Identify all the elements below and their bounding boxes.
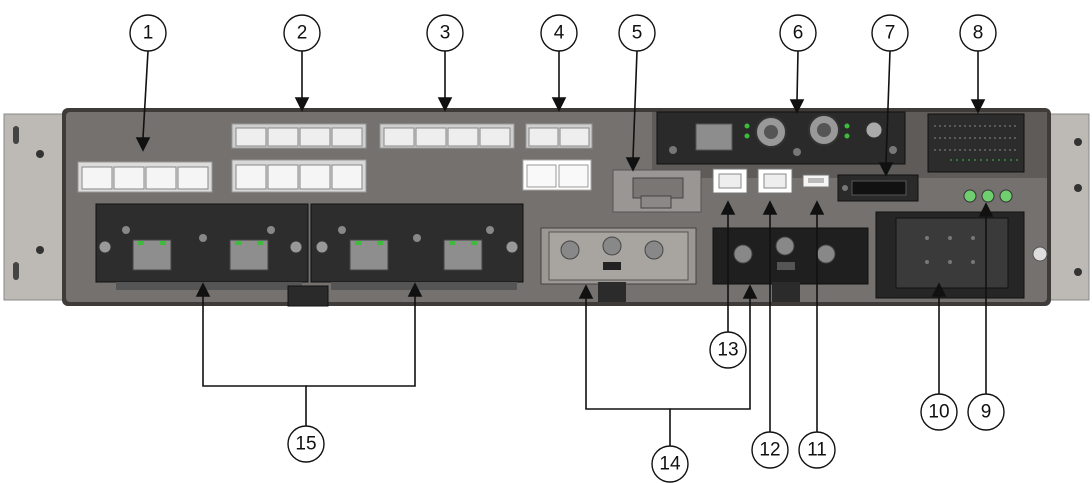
- callout-8: 8: [959, 14, 997, 52]
- mount-hole: [1074, 184, 1082, 192]
- port-bank-2-top: [231, 123, 367, 149]
- callout-2: 2: [283, 14, 321, 52]
- mount-slot: [13, 126, 19, 144]
- callout-13: 13: [709, 331, 747, 369]
- module-slot-5: [612, 169, 702, 213]
- rack-ear-right: [1046, 113, 1090, 301]
- svg-text:11: 11: [807, 440, 827, 461]
- console-port-13: [712, 168, 748, 194]
- svg-text:9: 9: [981, 402, 992, 423]
- svg-text:13: 13: [717, 340, 738, 361]
- mgmt-port-12: [757, 168, 793, 194]
- usb-port-11: [802, 174, 830, 188]
- mount-hole: [1074, 268, 1082, 276]
- fan-module-left: [540, 227, 697, 302]
- module-8: [927, 113, 1025, 173]
- svg-text:2: 2: [297, 23, 308, 44]
- callout-7: 7: [871, 14, 909, 52]
- svg-text:3: 3: [440, 23, 451, 44]
- svg-text:12: 12: [759, 440, 780, 461]
- mount-hole: [1074, 138, 1082, 146]
- nim-module-right: [310, 203, 524, 290]
- callout-10: 10: [920, 393, 958, 431]
- svg-text:4: 4: [554, 23, 565, 44]
- callout-1: 1: [129, 14, 167, 52]
- module-6: [656, 111, 906, 165]
- mount-hole: [36, 246, 44, 254]
- svg-text:10: 10: [928, 402, 949, 423]
- callout-9: 9: [967, 393, 1005, 431]
- fan-module-right: [712, 227, 869, 302]
- svg-text:15: 15: [295, 434, 316, 455]
- svg-text:6: 6: [793, 23, 804, 44]
- power-supply-10: [875, 211, 1048, 299]
- connector-7: [837, 174, 919, 202]
- callout-3: 3: [426, 14, 464, 52]
- port-bank-2-bottom: [231, 159, 367, 193]
- callout-6: 6: [779, 14, 817, 52]
- svg-text:1: 1: [143, 23, 154, 44]
- mount-hole: [36, 150, 44, 158]
- nim-module-left: [95, 203, 309, 290]
- port-bank-4: [522, 123, 593, 191]
- callout-4: 4: [540, 14, 578, 52]
- mount-slot: [13, 262, 19, 280]
- ground-point-9: [963, 189, 1013, 203]
- port-bank-1: [77, 161, 213, 193]
- svg-text:5: 5: [632, 23, 643, 44]
- port-bank-3: [379, 123, 515, 149]
- callout-leaders: [135, 50, 994, 446]
- callout-15: 15: [287, 425, 325, 463]
- nim-bracket: [287, 285, 329, 307]
- callout-5: 5: [618, 14, 656, 52]
- callout-12: 12: [751, 431, 789, 469]
- callout-14: 14: [651, 445, 689, 483]
- svg-text:14: 14: [659, 454, 681, 475]
- callout-11: 11: [798, 431, 836, 469]
- svg-text:7: 7: [885, 23, 896, 44]
- svg-text:8: 8: [973, 23, 984, 44]
